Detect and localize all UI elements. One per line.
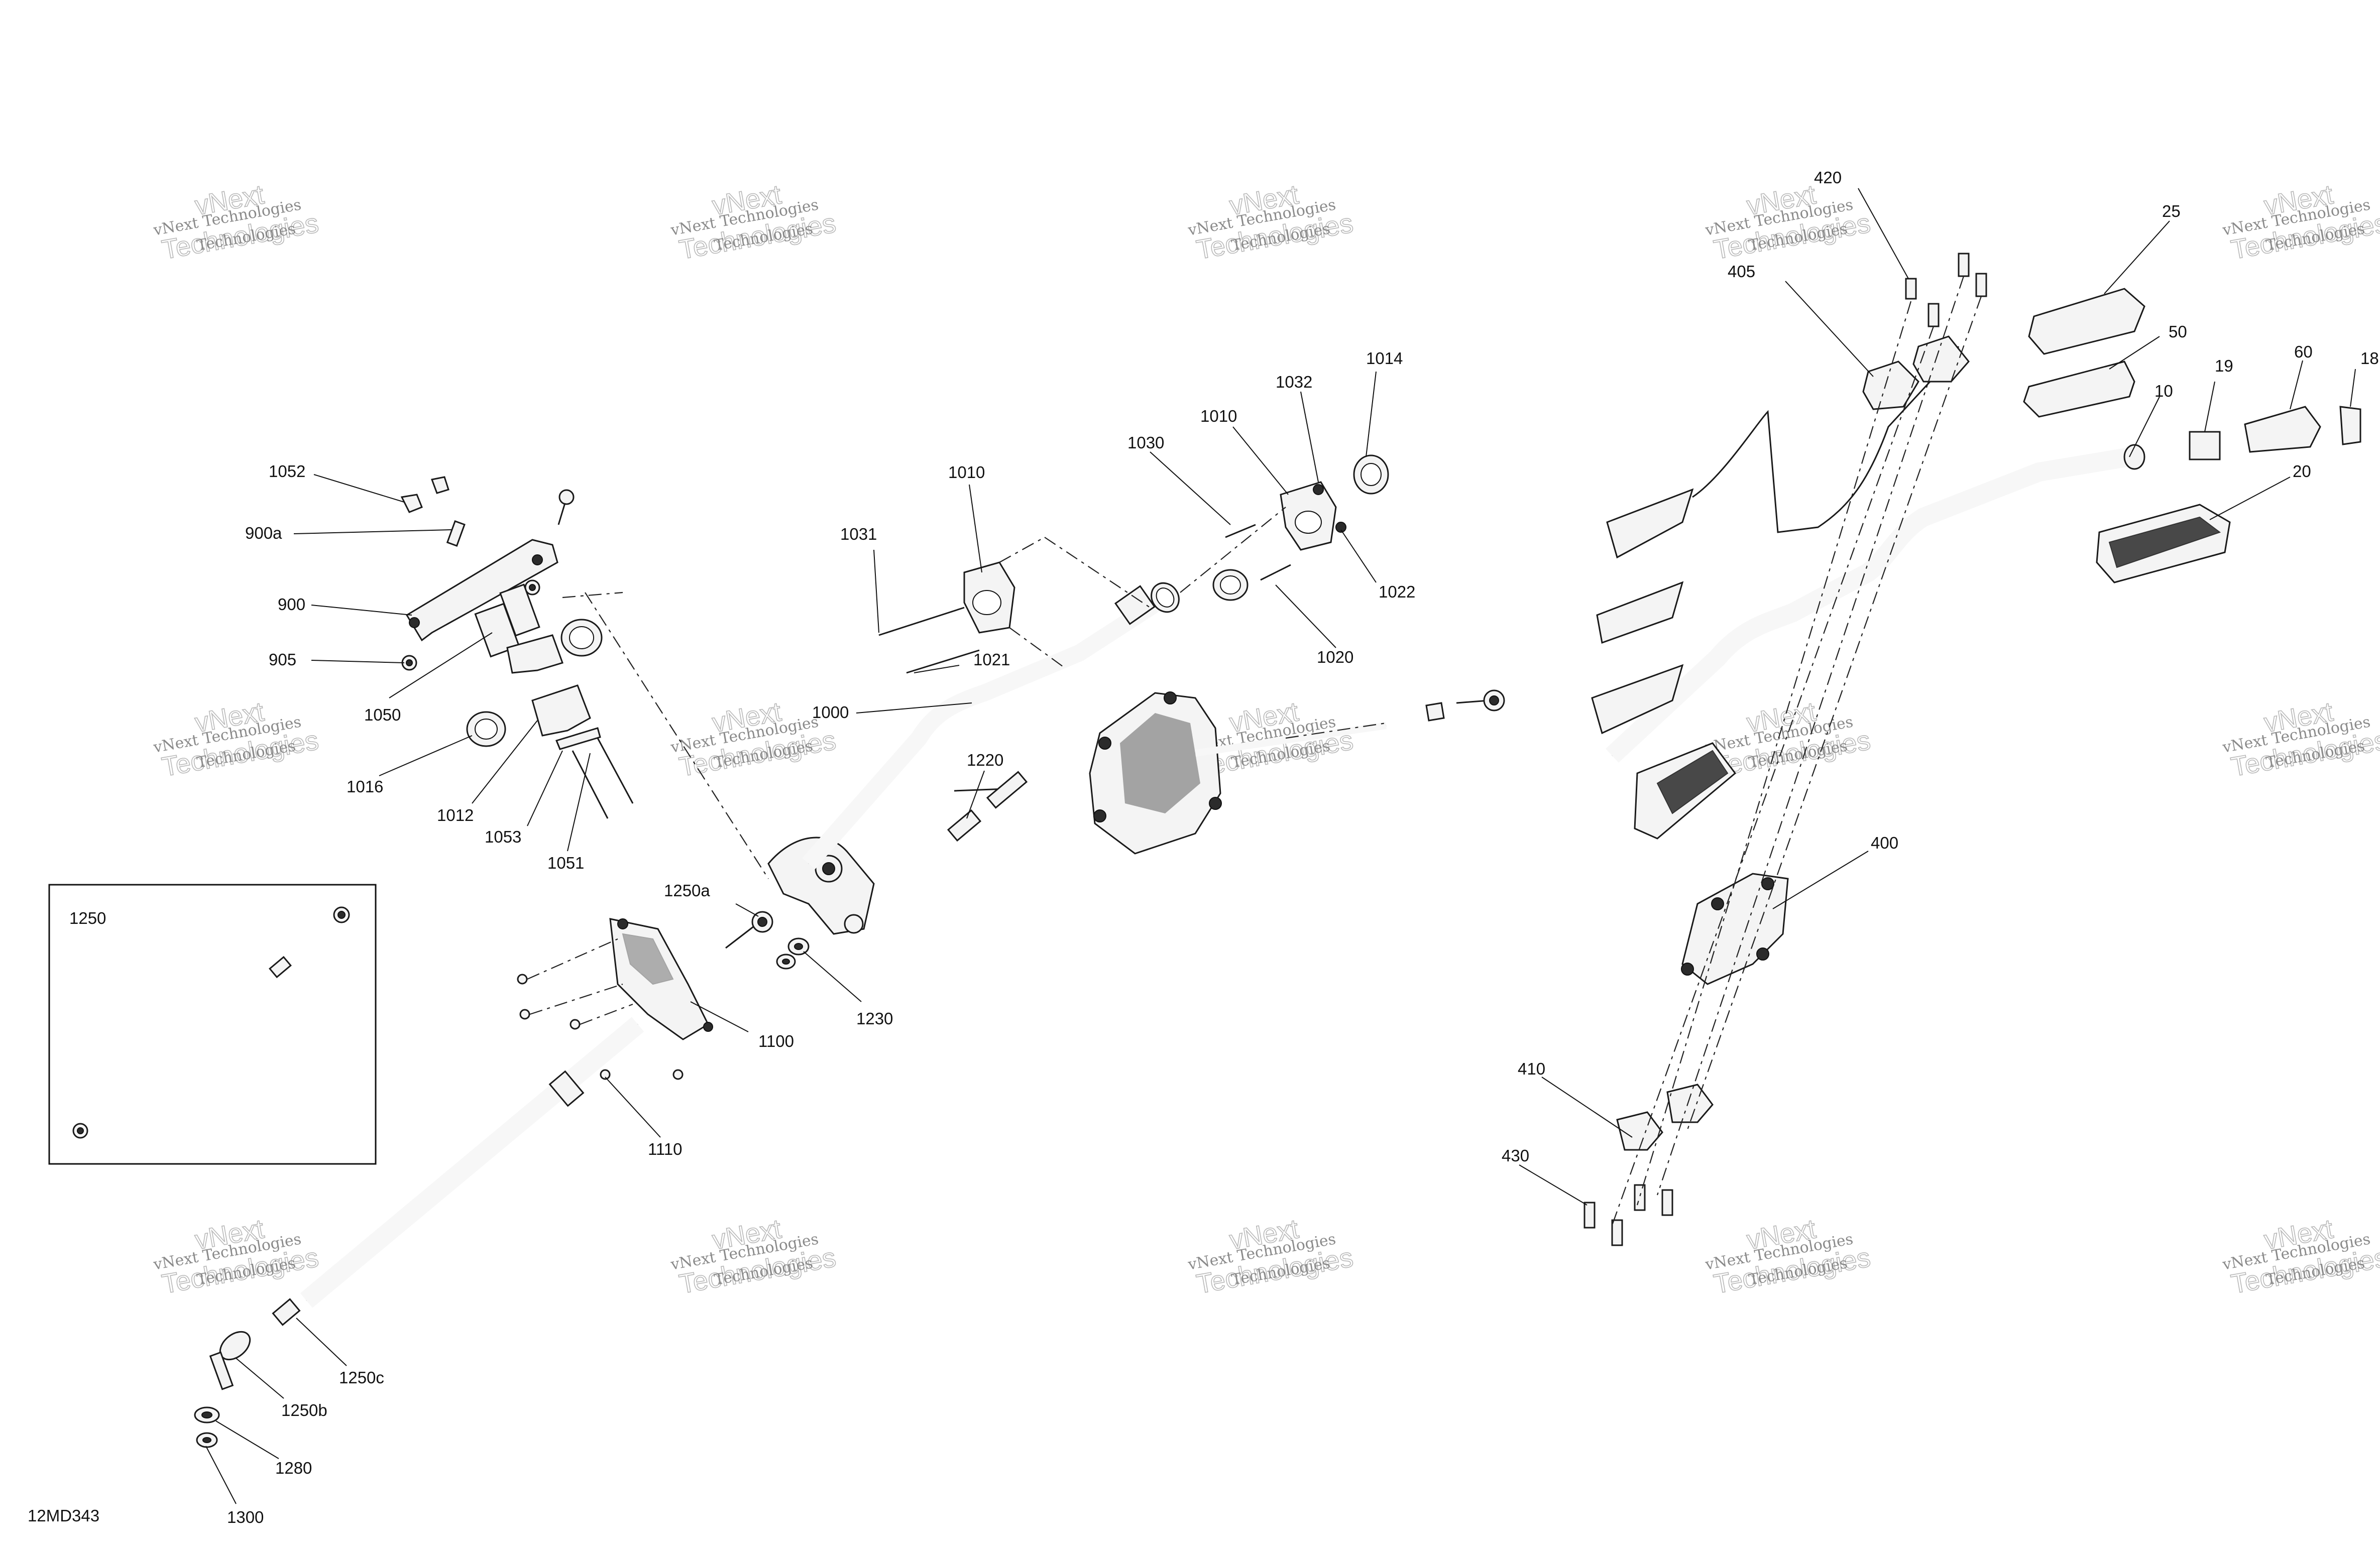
steering-column-illustration — [194, 454, 1505, 1448]
callout-1230: 1230 — [856, 1009, 893, 1028]
callout-25: 25 — [2162, 202, 2181, 220]
callout-1053: 1053 — [485, 827, 521, 846]
callout-1250c: 1250c — [339, 1368, 384, 1387]
callout-50: 50 — [2169, 322, 2187, 341]
callout-1052: 1052 — [269, 462, 305, 481]
diagram-code: 12MD343 — [28, 1506, 99, 1525]
callout-1000: 1000 — [812, 703, 849, 722]
callout-1012: 1012 — [437, 806, 474, 824]
callout-1300: 1300 — [227, 1508, 264, 1526]
callout-1010-a: 1010 — [948, 463, 985, 482]
callout-1250a: 1250a — [664, 881, 710, 900]
callout-1250b: 1250b — [281, 1401, 327, 1419]
inset-tie-rod: 1250 — [48, 884, 377, 1165]
callout-1220: 1220 — [967, 751, 1003, 769]
callout-1020: 1020 — [1317, 648, 1353, 666]
callout-400: 400 — [1871, 834, 1898, 852]
callout-420: 420 — [1814, 168, 1842, 187]
callout-430: 430 — [1502, 1146, 1529, 1165]
callout-900: 900 — [278, 595, 305, 614]
callout-60: 60 — [2294, 342, 2313, 361]
callout-20: 20 — [2293, 462, 2311, 481]
callout-1280: 1280 — [275, 1459, 312, 1477]
callout-1032: 1032 — [1276, 373, 1312, 391]
handlebar-illustration — [1583, 253, 2361, 1246]
callout-18: 18 — [2360, 349, 2379, 368]
callout-1014: 1014 — [1366, 349, 1403, 368]
callout-1110: 1110 — [648, 1140, 683, 1158]
callout-905: 905 — [269, 650, 296, 669]
callout-405: 405 — [1728, 262, 1755, 281]
callout-1100: 1100 — [758, 1032, 794, 1050]
callout-410: 410 — [1518, 1059, 1545, 1078]
callout-leaders — [205, 188, 2356, 1504]
callout-1030: 1030 — [1127, 433, 1164, 452]
callout-1010-b: 1010 — [1200, 407, 1237, 425]
callout-900a: 900a — [245, 524, 282, 542]
callout-labels: 420 25 405 50 19 60 18 10 20 400 410 430… — [227, 168, 2379, 1526]
callout-1051: 1051 — [547, 854, 584, 872]
callout-1021: 1021 — [973, 650, 1010, 669]
callout-19: 19 — [2215, 357, 2233, 375]
callout-10: 10 — [2155, 382, 2173, 400]
callout-1022: 1022 — [1379, 582, 1415, 601]
callout-1050: 1050 — [364, 705, 401, 724]
callout-1031: 1031 — [840, 525, 877, 543]
inset-label: 1250 — [69, 909, 106, 927]
callout-1016: 1016 — [347, 777, 383, 796]
